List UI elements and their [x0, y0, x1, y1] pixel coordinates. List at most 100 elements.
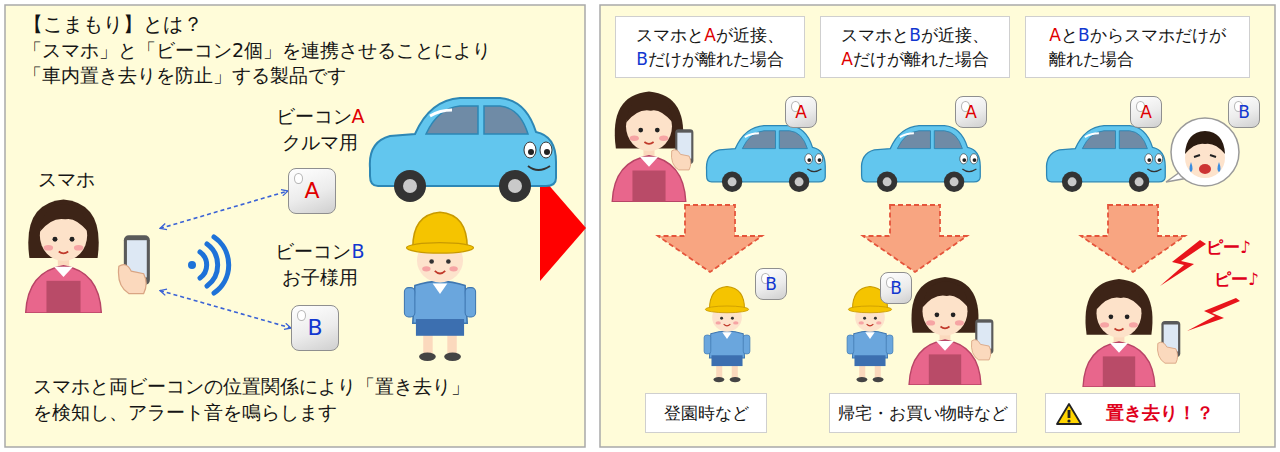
case-caption-box: 帰宅・お買い物時など — [829, 393, 1017, 433]
beacon-letter: B — [765, 274, 777, 295]
panel-text: 「スマホ」と「ビーコン2個」を連携させることにより 「車内置き去りを防止」する製… — [23, 38, 491, 88]
text-line: スマホ — [38, 167, 95, 191]
text-run: B — [765, 274, 777, 294]
text-line: A — [795, 102, 807, 123]
case-caption-text: 帰宅・お買い物時など — [838, 402, 1008, 424]
panel-text: 【こまもり】とは？ — [23, 11, 203, 37]
text-run: B — [351, 240, 364, 262]
text-run: クルマ用 — [282, 131, 358, 153]
case-header-text: AとBからスマホだけが 離れた場合 — [1049, 23, 1225, 71]
car — [1046, 126, 1165, 192]
beacon-caption: ビーコンA クルマ用 — [276, 103, 365, 155]
text-line: ビーコンA — [276, 103, 365, 129]
text-line: ビーコンB — [275, 238, 364, 264]
panel-ground — [5, 5, 585, 447]
smartphone — [1158, 321, 1181, 363]
text-run: B — [307, 315, 322, 340]
beacon-caption: ビーコンB お子様用 — [275, 238, 364, 290]
text-run: 【こまもり】とは？ — [23, 12, 203, 36]
text-line: スマホとAが近接、 — [636, 23, 784, 47]
text-line: 離れた場合 — [1049, 47, 1225, 71]
beacon-letter: A — [1140, 102, 1152, 123]
figure-box: スマホ — [20, 165, 160, 300]
warning-triangle — [1057, 404, 1081, 424]
case-header-box: AとBからスマホだけが 離れた場合 — [1025, 16, 1250, 78]
beacon-icon: B — [1228, 96, 1260, 128]
text-run: スマホと — [841, 25, 909, 45]
text-run: ピー♪ — [1214, 269, 1259, 289]
text-line: B — [1238, 102, 1250, 123]
beacon-letter: B — [890, 278, 902, 299]
text-run: スマホと両ビーコンの位置関係により「置き去り」 — [33, 375, 470, 397]
beacon-icon: A — [785, 96, 817, 128]
sound-effect-text: ピー♪ — [1214, 268, 1259, 290]
beacon-icon: B — [291, 305, 339, 351]
text-run: 帰宅・お買い物時など — [838, 403, 1008, 423]
text-line: B — [890, 278, 902, 299]
text-run: B — [890, 278, 902, 298]
crying-child-bubble — [1166, 118, 1239, 186]
text-line: ピー♪ — [1206, 236, 1251, 258]
text-run: が近接、 — [716, 25, 784, 45]
text-run: ビーコン — [275, 240, 351, 262]
mother-figure — [909, 277, 981, 385]
text-run: A — [1049, 25, 1061, 45]
text-run: ビーコン — [276, 105, 352, 127]
text-run: 「スマホ」と「ビーコン2個」を連携させることにより — [23, 39, 491, 61]
text-run: A — [1140, 102, 1152, 122]
text-line: を検知し、アラート音を鳴らします — [33, 399, 470, 425]
text-run: 「車内置き去りを防止」する製品です — [23, 64, 346, 86]
beacon-letter: A — [304, 178, 319, 204]
mother-figure — [26, 199, 102, 313]
text-line: A — [1140, 102, 1152, 123]
text-line: 置き去り！？ — [1106, 402, 1214, 424]
text-run: が近接、 — [921, 25, 989, 45]
smartphone — [971, 319, 993, 360]
beacon-icon: A — [1130, 96, 1162, 128]
beacon-letter: B — [1238, 102, 1250, 123]
text-run: ピー♪ — [1206, 237, 1251, 257]
beacon-icon: A — [955, 96, 987, 128]
panel-text: スマホと両ビーコンの位置関係により「置き去り」 を検知し、アラート音を鳴らします — [33, 373, 470, 425]
beacon-letter: A — [965, 102, 977, 123]
case-header-text: スマホとBが近接、 Aだけが離れた場合 — [841, 23, 989, 71]
beacon-letter: B — [307, 315, 322, 341]
panel-ground — [600, 5, 1275, 447]
beacon-icon: A — [288, 168, 336, 214]
text-line: 【こまもり】とは？ — [23, 11, 203, 37]
smartphone — [118, 235, 149, 293]
text-run: だけが離れた場合 — [853, 49, 989, 69]
text-run: A — [352, 105, 365, 127]
beacon-link — [160, 291, 291, 328]
text-run: お子様用 — [282, 266, 358, 288]
smartphone — [671, 129, 693, 170]
text-line: 登園時など — [664, 402, 749, 424]
text-line: 帰宅・お買い物時など — [838, 402, 1008, 424]
text-run: A — [704, 25, 716, 45]
case-caption-text: 登園時など — [664, 402, 749, 424]
text-line: クルマ用 — [276, 129, 365, 155]
warning-icon — [1056, 402, 1082, 426]
text-run: スマホと — [636, 25, 704, 45]
text-run: A — [841, 49, 853, 69]
child-figure — [404, 212, 475, 361]
text-line: AとBからスマホだけが — [1049, 23, 1225, 47]
case-caption-box: 登園時など — [645, 393, 767, 433]
child-figure — [704, 286, 750, 382]
case-header-box: スマホとBが近接、 Aだけが離れた場合 — [820, 16, 1010, 78]
mother-figure — [612, 91, 686, 201]
beacon-icon: B — [880, 272, 912, 304]
text-run: と — [1061, 25, 1078, 45]
text-run: A — [965, 102, 977, 122]
text-run: 離れた場合 — [1049, 49, 1134, 69]
text-run: B — [1078, 25, 1090, 45]
text-line: 「スマホ」と「ビーコン2個」を連携させることにより — [23, 38, 491, 63]
text-line: A — [304, 178, 319, 204]
text-run: 置き去り！？ — [1106, 402, 1214, 423]
text-run: スマホ — [38, 168, 95, 190]
text-run: からスマホだけが — [1090, 25, 1226, 45]
beacon-letter: A — [795, 102, 807, 123]
text-run: A — [304, 178, 319, 203]
warning-mark — [1068, 410, 1071, 418]
